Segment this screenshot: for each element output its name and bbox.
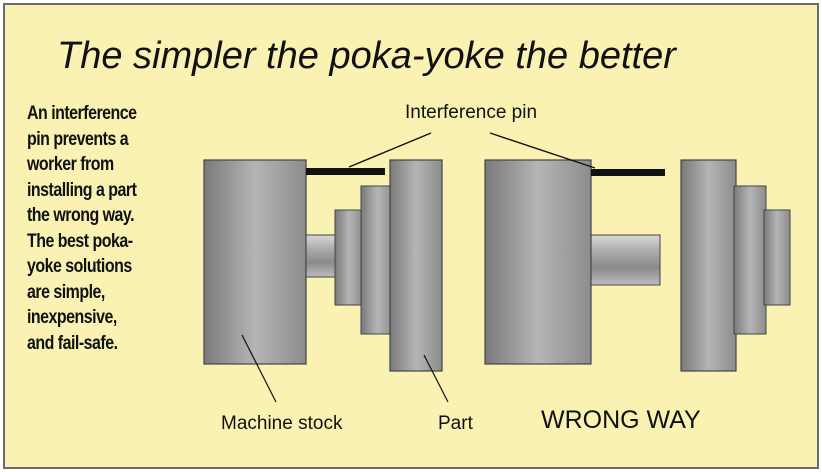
description-line: worker from: [27, 154, 114, 175]
description-line: An interference: [27, 103, 137, 124]
poka-yoke-diagram: Interference pin Machine stock Part WRON…: [203, 102, 791, 434]
description-line: The best poka-: [27, 230, 133, 252]
machine-stock-leader: [241, 334, 277, 403]
wrong-way-label: WRONG WAY: [541, 406, 701, 434]
description-line: the wrong way.: [27, 205, 135, 226]
wrong-way-part-step-small: [763, 209, 791, 306]
description-line: pin prevents a: [27, 128, 129, 150]
description-line: installing a part: [27, 179, 137, 201]
wrong-way-part-flange: [680, 159, 737, 372]
interference-pin-leader-left: [348, 132, 432, 168]
part-leader: [423, 354, 449, 403]
description-line: and fail-safe.: [27, 332, 118, 354]
machine-stock-body: [203, 159, 307, 365]
description-line: are simple,: [27, 281, 105, 303]
figure-title: The simpler the poka-yoke the better: [57, 35, 676, 77]
machine-stock-label: Machine stock: [221, 413, 343, 434]
description-line: inexpensive,: [27, 307, 117, 328]
wrong-way-part-step-medium: [733, 185, 767, 335]
wrong-way-assembly: [484, 159, 791, 372]
interference-pin-right: [591, 169, 665, 176]
correct-assembly: [203, 159, 443, 372]
interference-pin-label: Interference pin: [405, 102, 537, 123]
interference-pin-left: [306, 168, 385, 175]
part-flange: [389, 159, 443, 372]
part-step-small: [334, 209, 364, 306]
figure-panel: The simpler the poka-yoke the better An …: [3, 3, 819, 469]
part-label: Part: [438, 413, 474, 434]
description-text: An interference pin prevents a worker fr…: [27, 101, 170, 356]
description-line: yoke solutions: [27, 256, 132, 277]
wrong-way-shaft: [589, 234, 661, 286]
part-step-medium: [360, 185, 395, 335]
wrong-way-machine-body: [484, 159, 592, 365]
interference-pin-leader-right: [489, 132, 596, 169]
